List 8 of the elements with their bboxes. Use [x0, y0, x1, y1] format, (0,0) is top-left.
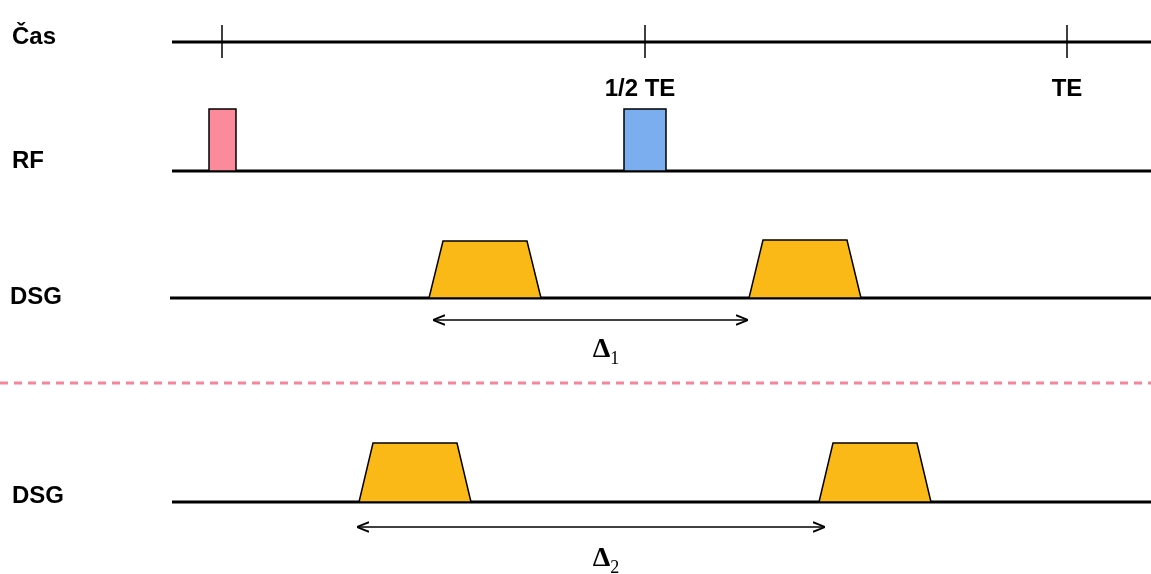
row-label: RF — [12, 148, 44, 172]
row-label: DSG — [10, 284, 62, 308]
row-label: DSG — [12, 483, 64, 507]
tick-label: 1/2 TE — [604, 76, 676, 100]
dimension-label: Δ$_{1}$ — [592, 334, 620, 367]
dimension-label: Δ$_{2}$ — [592, 543, 620, 574]
tick-label: TE — [1051, 76, 1083, 100]
axis-label: Čas — [12, 24, 57, 48]
